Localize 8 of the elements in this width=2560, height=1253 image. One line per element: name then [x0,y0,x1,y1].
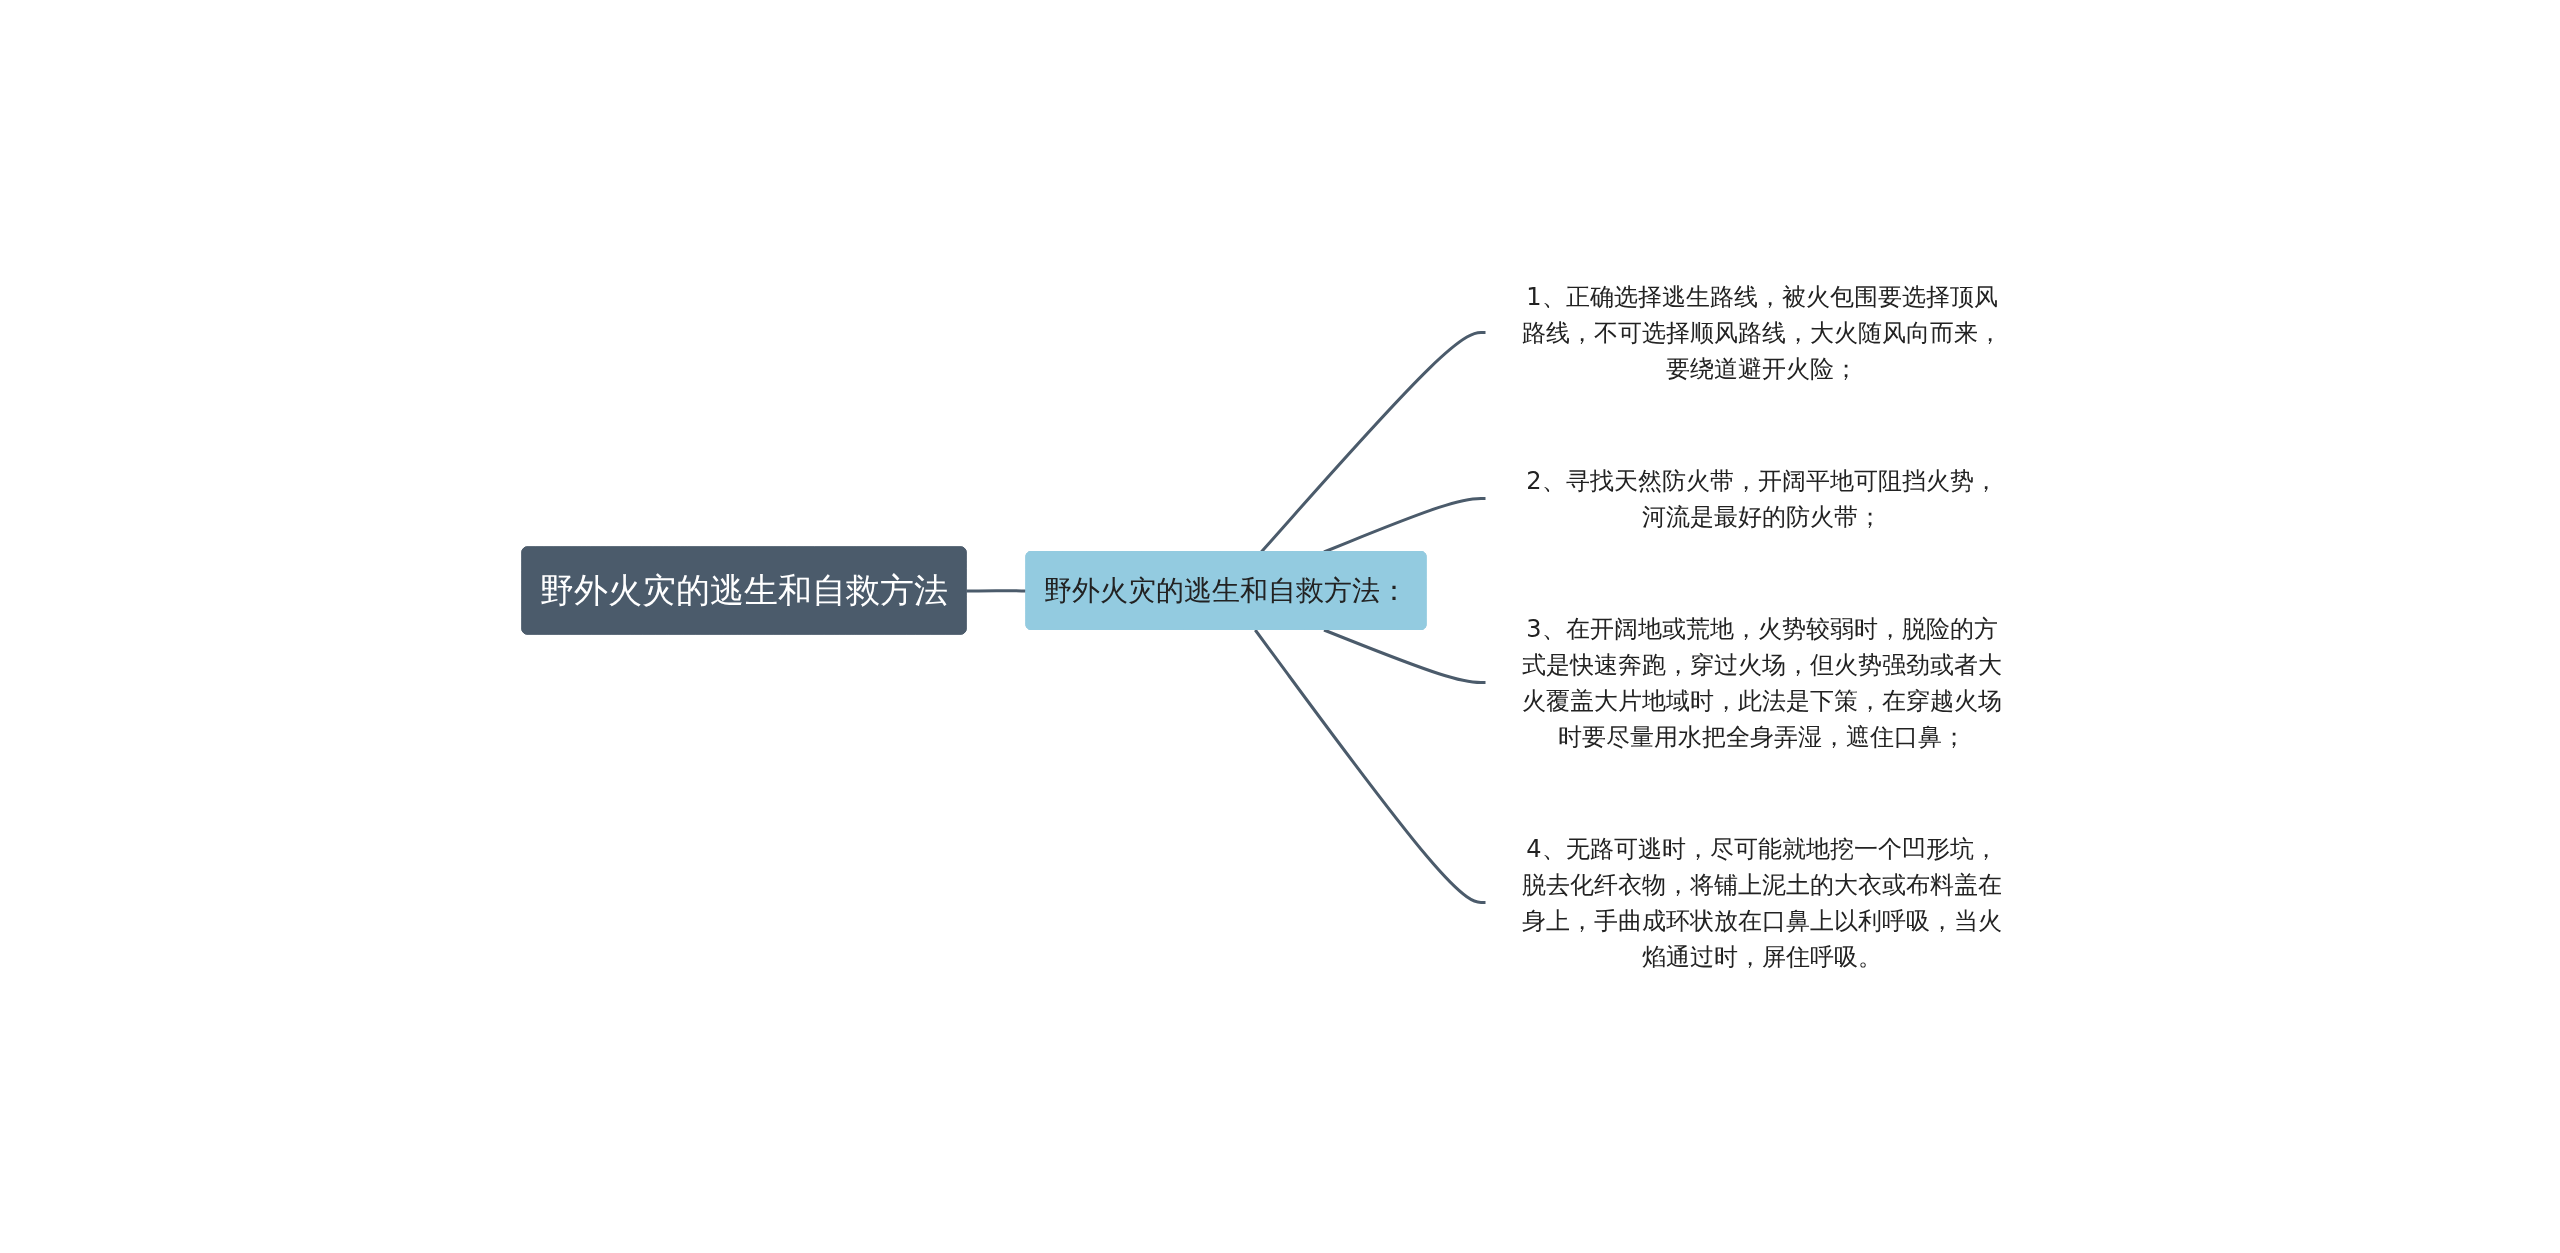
connector [1260,331,1486,553]
node-text: 1、正确选择逃生路线，被火包围要选择顶风路线，不可选择顺风路线，大火随风向而来，要绕道避开火险； [1522,282,2002,383]
connector [1323,628,1486,684]
connector [1254,629,1486,904]
node-text: 2、寻找天然防火带，开阔平地可阻挡火势，河流是最好的防火带； [1526,466,1998,531]
node-text: 4、无路可逃时，尽可能就地挖一个凹形坑，脱去化纤衣物，将铺上泥土的大衣或布料盖在身上，手曲成环状放在口鼻上以利呼吸，当火焰通过时，屏住呼吸。 [1522,834,2002,971]
node-text: 3、在开阔地或荒地，火势较弱时，脱险的方式是快速奔跑，穿过火场，但火势强劲或者大火覆盖大片地域时，此法是下策，在穿越火场时要尽量用水把全身弄湿，遮住口鼻； [1522,614,2002,751]
connector [966,589,1027,593]
